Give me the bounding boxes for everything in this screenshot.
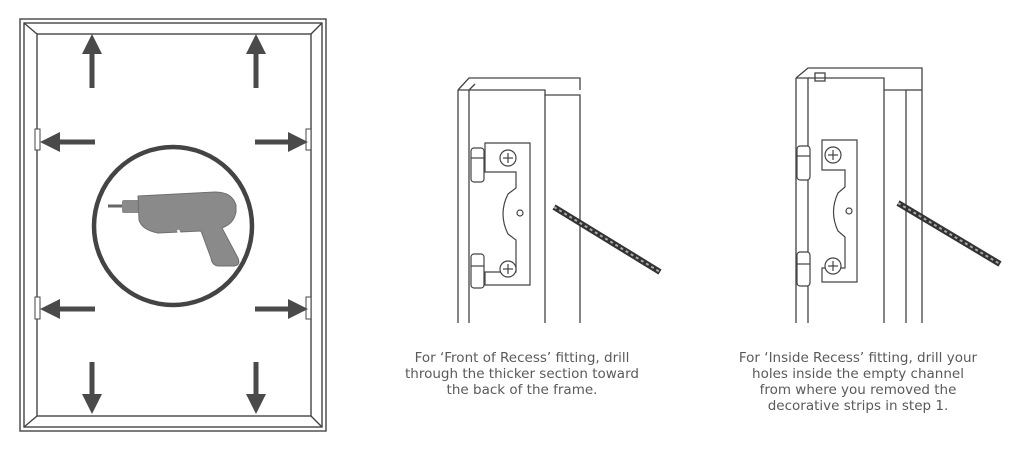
caption-line: holes inside the empty channel [752, 366, 964, 382]
inside-recess-caption: For ‘Inside Recess’ fitting, drill your … [708, 350, 1008, 414]
caption-line: decorative strips in step 1. [767, 398, 949, 414]
drill-icon [108, 191, 240, 267]
caption-line: For ‘Front of Recess’ fitting, drill [414, 350, 630, 366]
front-recess-illustration [457, 77, 662, 323]
inside-recess-illustration [795, 67, 1002, 323]
caption-line: through the thicker section toward [405, 366, 639, 382]
caption-line: the back of the frame. [446, 382, 598, 398]
frame-outline [19, 18, 327, 432]
frame-panel [19, 18, 327, 432]
hinge-icon-inside [796, 139, 858, 287]
caption-line: from where you removed the [759, 382, 957, 398]
front-recess-caption: For ‘Front of Recess’ fitting, drill thr… [372, 350, 672, 398]
drill-bit-icon-inside [896, 200, 1002, 267]
caption-line: For ‘Inside Recess’ fitting, drill your [738, 350, 978, 366]
screw-icon-inside [824, 146, 842, 275]
drill-bit-icon [552, 204, 662, 275]
hinge-icon [470, 142, 531, 289]
screw-icon [499, 149, 517, 278]
